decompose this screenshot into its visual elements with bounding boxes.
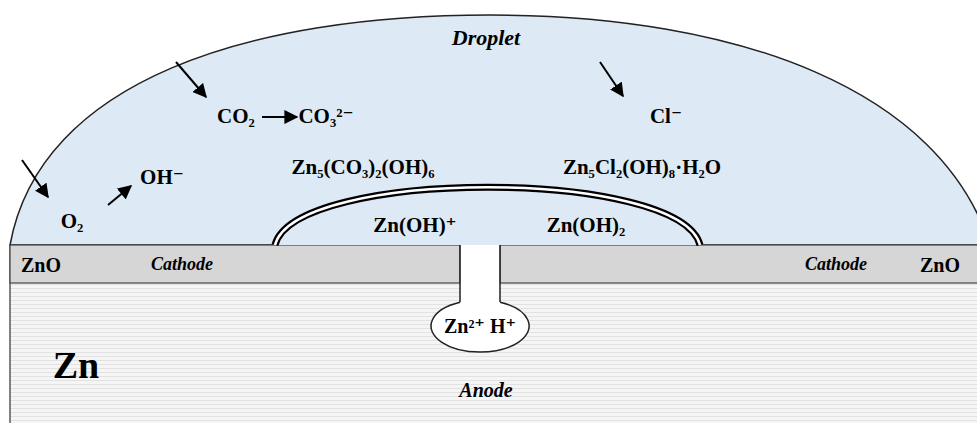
species-label: CO₃²⁻ (298, 105, 353, 128)
pit-wall (499, 245, 501, 302)
reaction-arrow (262, 116, 297, 118)
species-label: Zn(OH)⁺ (373, 214, 456, 237)
droplet-label: Droplet (452, 26, 520, 50)
pit-fill (431, 302, 529, 352)
layer-label: ZnO (21, 254, 61, 276)
zinc-substrate (10, 283, 977, 423)
product-label: Zn₅Cl₂(OH)₈·H₂O (563, 156, 721, 179)
metal-label: Zn (53, 345, 99, 387)
droplet (10, 15, 977, 245)
pit-ellipse: Zn²⁺ H⁺ (429, 298, 531, 354)
species-label: OH⁻ (140, 166, 184, 189)
oxide-layer (500, 245, 977, 283)
product-layer-gap (275, 187, 700, 245)
pit-border (431, 302, 529, 352)
electrode-label: Anode (459, 379, 512, 401)
product-layer (275, 187, 700, 245)
electrode-label: Cathode (805, 255, 867, 275)
diffusion-arrow (176, 62, 206, 97)
species-label: Cl⁻ (650, 105, 682, 128)
species-label: Zn(OH)₂ (547, 214, 626, 237)
species-label: CO₂ (217, 105, 255, 128)
layer-label: ZnO (920, 254, 960, 276)
product-label: Zn₅(CO₃)₂(OH)₆ (291, 156, 434, 179)
pit-wall (459, 245, 461, 302)
electrode-label: Cathode (151, 255, 213, 275)
diffusion-arrow (600, 62, 623, 96)
product-dome (275, 187, 700, 245)
ion-label: Zn²⁺ H⁺ (444, 315, 516, 337)
diffusion-arrow (22, 160, 48, 197)
pit-channel (461, 244, 500, 306)
reaction-arrow (108, 186, 131, 205)
oxide-layer (10, 245, 460, 283)
species-label: O₂ (61, 210, 84, 233)
